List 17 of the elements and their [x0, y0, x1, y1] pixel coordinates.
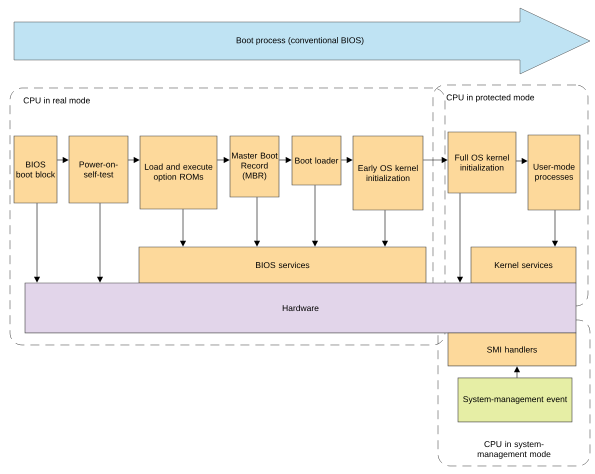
region-heading: CPU in protected mode	[446, 94, 534, 102]
event-box: System-management event	[458, 378, 572, 422]
process-box: User-mode processes	[528, 134, 580, 210]
region-heading: CPU in system-management mode	[478, 440, 550, 459]
process-box: Kernel services	[470, 246, 576, 284]
process-box: BIOS services	[138, 246, 426, 284]
process-box: SMI handlers	[448, 332, 576, 366]
process-box: Master Boot Record (MBR)	[230, 136, 280, 198]
hardware-bar: Hardware	[24, 282, 576, 334]
arrow-label: Boot process (conventional BIOS)	[236, 37, 364, 45]
process-box: Early OS kernel initialization	[352, 136, 424, 210]
process-box: BIOS boot block	[14, 136, 58, 204]
process-box: Full OS kernel initialization	[448, 132, 516, 194]
process-box: Boot loader	[292, 136, 342, 186]
process-box: Power-on-self-test	[68, 136, 128, 204]
process-box: Load and execute option ROMs	[140, 136, 218, 210]
region-heading: CPU in real mode	[24, 97, 90, 104]
